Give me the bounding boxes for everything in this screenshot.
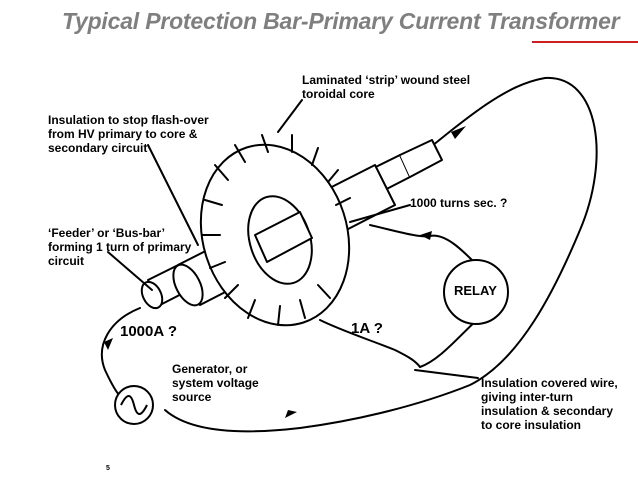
relay-lead-upper — [369, 224, 475, 263]
primary-return-wire — [100, 307, 141, 399]
insulation-pointer — [147, 144, 199, 246]
turns-pointer — [349, 204, 411, 223]
turns-label: 1000 turns sec. ? — [410, 196, 508, 210]
primary-current-label: 1000A ? — [120, 323, 177, 340]
wire-pointer — [414, 369, 479, 379]
core-pointer — [277, 99, 303, 133]
bus-bar-right-end — [399, 139, 443, 178]
relay-label: RELAY — [454, 283, 497, 298]
feeder-pointer — [107, 251, 153, 291]
secondary-lower-wire — [319, 319, 421, 368]
outer-loop-wire — [164, 76, 598, 433]
secondary-current-label: 1A ? — [351, 320, 383, 337]
insulation-label: Insulation to stop flash-over from HV pr… — [48, 113, 209, 155]
page-number: 5 — [106, 465, 110, 472]
core-label: Laminated ‘strip’ wound steel toroidal c… — [302, 73, 471, 101]
title-accent-rule — [532, 41, 638, 43]
insulated-wire-label: Insulation covered wire, giving inter-tu… — [481, 376, 618, 432]
bus-bar-end — [140, 280, 164, 310]
slide-title: Typical Protection Bar-Primary Current T… — [62, 8, 620, 34]
relay-icon — [443, 259, 509, 325]
relay-lead-lower — [419, 319, 478, 368]
feeder-label: ‘Feeder’ or ‘Bus-bar’ forming 1 turn of … — [48, 226, 192, 268]
ac-source-icon — [114, 385, 154, 425]
generator-label: Generator, or system voltage source — [172, 362, 259, 404]
